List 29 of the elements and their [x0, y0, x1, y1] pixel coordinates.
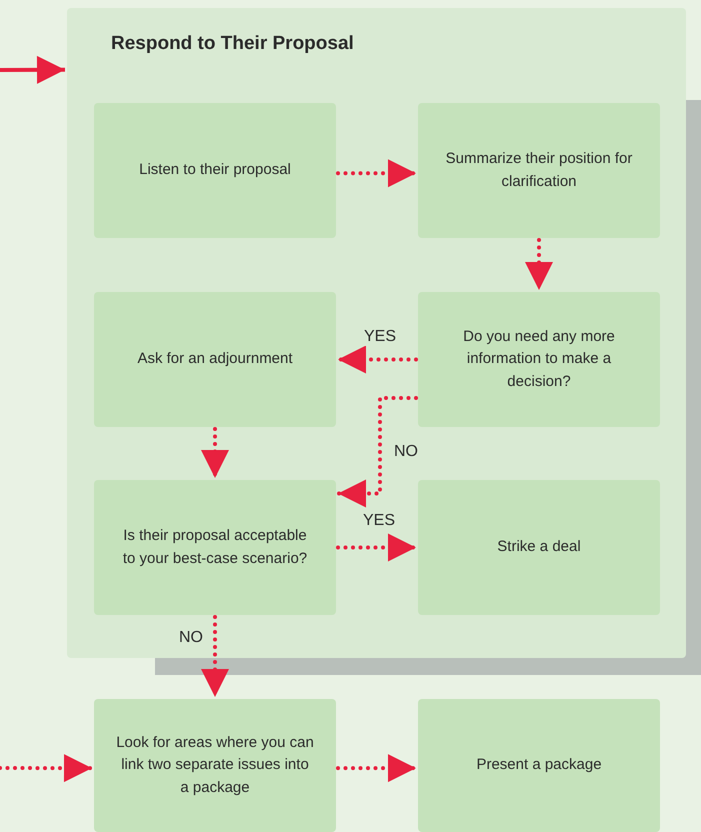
step-text: Is their proposal acceptable to your best-case scenario? [122, 526, 308, 568]
arrow [201, 427, 229, 480]
step-text: Summarize their position for clarification [444, 149, 634, 192]
arrow [0, 56, 65, 84]
process-box [94, 292, 336, 427]
process-box [418, 292, 660, 427]
step-text: Strike a deal [497, 537, 581, 558]
step-text: Do you need any more information to make a decision? [462, 326, 616, 392]
process-box [94, 103, 336, 238]
step-text: Listen to their proposal [139, 160, 291, 180]
process-box [418, 480, 660, 615]
arrow [336, 754, 418, 782]
panel-title: Respond to Their Proposal [111, 33, 354, 55]
process-box [418, 103, 660, 238]
arrow [525, 238, 553, 292]
arrow [0, 754, 94, 782]
arrow [336, 159, 418, 188]
arrow [336, 346, 418, 374]
step-text: Look for areas where you can link two separate issues into a package [116, 732, 314, 798]
process-box [418, 699, 660, 832]
process-box [94, 480, 336, 615]
process-box [94, 699, 336, 832]
arrow [336, 534, 418, 562]
arrow [201, 615, 229, 699]
edge-label: YES [362, 327, 398, 346]
arrow [336, 396, 418, 508]
group-panel [67, 8, 686, 658]
step-text: Present a package [476, 755, 602, 776]
step-text: Ask for an adjournment [137, 349, 293, 370]
